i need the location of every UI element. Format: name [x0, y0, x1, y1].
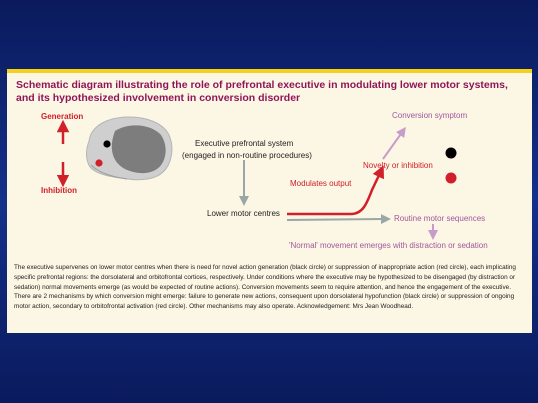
accent-bar [7, 69, 532, 73]
conversion-label: Conversion symptom [392, 111, 468, 120]
novelty-label: Novelty or inhibition [363, 161, 433, 170]
inhibition-label: Inhibition [41, 186, 77, 195]
red-circle-brain [95, 159, 103, 167]
red-circle-right [445, 172, 457, 184]
brain-illustration [86, 116, 173, 181]
executive-label: Executive prefrontal system [195, 139, 294, 148]
modulates-output-path [287, 165, 384, 216]
executive-sublabel: (engaged in non-routine procedures) [182, 151, 312, 160]
black-circle-brain [103, 140, 111, 148]
figure-caption: The executive supervenes on lower motor … [14, 264, 516, 311]
generation-label: Generation [41, 112, 84, 121]
black-circle-right [445, 147, 457, 159]
routine-arrow [286, 214, 391, 225]
diagram-graphics [56, 116, 457, 240]
diagram-title: Schematic diagram illustrating the role … [16, 79, 508, 104]
routine-label: Routine motor sequences [394, 214, 486, 223]
diagram-panel: Schematic diagram illustrating the role … [7, 69, 532, 333]
lower-motor-label: Lower motor centres [207, 209, 280, 218]
conversion-arrow [382, 126, 406, 160]
normal-movement-label: 'Normal' movement emerges with distracti… [289, 241, 488, 250]
modulates-output-label: Modulates output [290, 179, 352, 188]
